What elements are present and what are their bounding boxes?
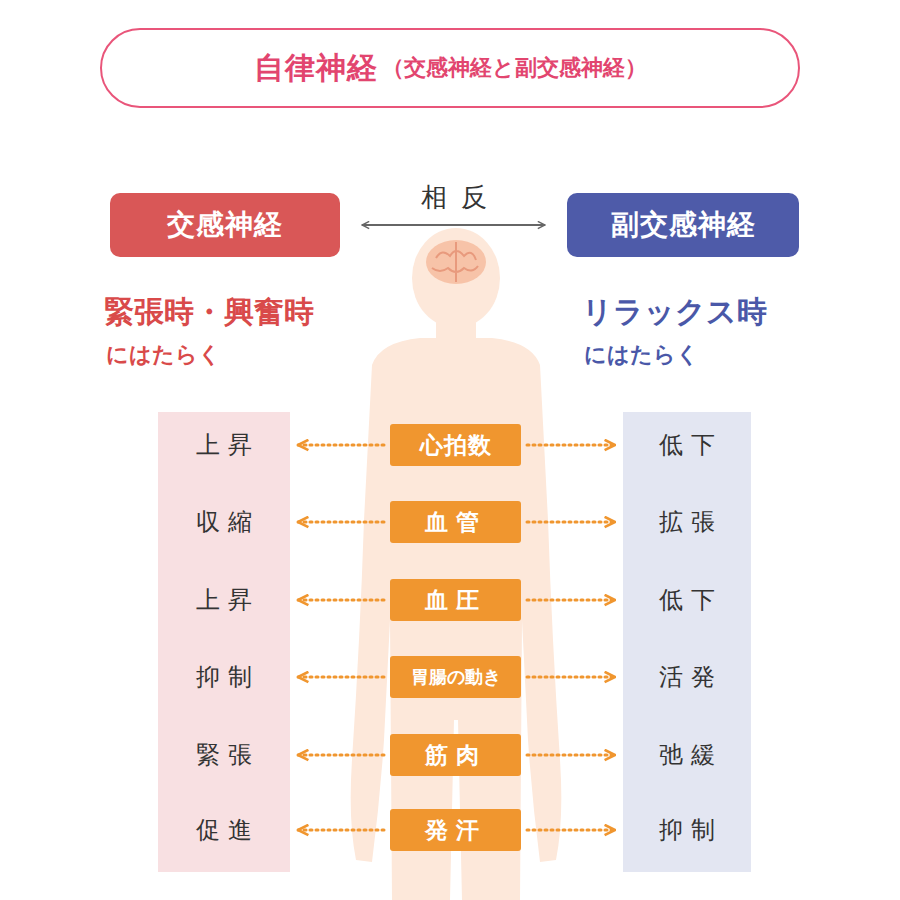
effect-text: 活発 [623,661,751,693]
organ-box: 胃腸の動き [390,656,521,698]
condition-label: 緊張時・興奮時 [104,292,314,333]
node-text: 筋肉 [425,740,487,771]
effect-panel: 上昇収縮上昇抑制緊張促進 [158,412,290,872]
organ-box: 発汗 [390,809,521,851]
effect-arrow [527,754,615,757]
effect-panel: 低下拡張低下活発弛緩抑制 [623,412,751,872]
effect-arrow [298,676,384,679]
organ-box: 心拍数 [390,424,521,466]
opposition-arrow [362,224,545,226]
organ-box: 血管 [390,501,521,543]
title-pill: 自律神経（交感神経と副交感神経） [100,28,800,108]
effect-text: 低下 [623,429,751,461]
human-silhouette [351,228,562,900]
effect-arrow [527,444,615,447]
effect-arrow [298,521,384,524]
node-text: （交感神経と副交感神経） [382,53,647,83]
node-text: 血管 [425,507,487,538]
organ-box: 筋肉 [390,734,521,776]
node-text: 副交感神経 [611,206,756,244]
effect-arrow [298,829,384,832]
subcaption-label: にはたらく [106,340,221,370]
brain-icon [426,240,486,284]
node-text: 血圧 [425,585,487,616]
effect-text: 緊張 [158,739,290,771]
node-text: 交感神経 [167,206,283,244]
effect-arrow [527,676,615,679]
effect-arrow [298,444,384,447]
effect-arrow [527,829,615,832]
effect-text: 上昇 [158,429,290,461]
node-text: 心拍数 [420,430,492,461]
edge-label: 相反 [421,180,501,215]
effect-text: 収縮 [158,506,290,538]
sympathetic-box: 交感神経 [110,193,340,257]
node-text: 自律神経 [254,48,378,89]
effect-text: 抑制 [623,814,751,846]
node-text: 発汗 [425,815,487,846]
effect-text: 拡張 [623,506,751,538]
effect-text: 抑制 [158,661,290,693]
condition-label: リラックス時 [582,292,767,333]
effect-text: 促進 [158,814,290,846]
effect-arrow [527,521,615,524]
subcaption-label: にはたらく [584,340,699,370]
effect-text: 弛緩 [623,739,751,771]
effect-arrow [298,599,384,602]
effect-arrow [298,754,384,757]
node-text: 胃腸の動き [411,665,501,689]
organ-box: 血圧 [390,579,521,621]
parasympathetic-box: 副交感神経 [567,193,799,257]
effect-arrow [527,599,615,602]
effect-text: 低下 [623,584,751,616]
effect-text: 上昇 [158,584,290,616]
